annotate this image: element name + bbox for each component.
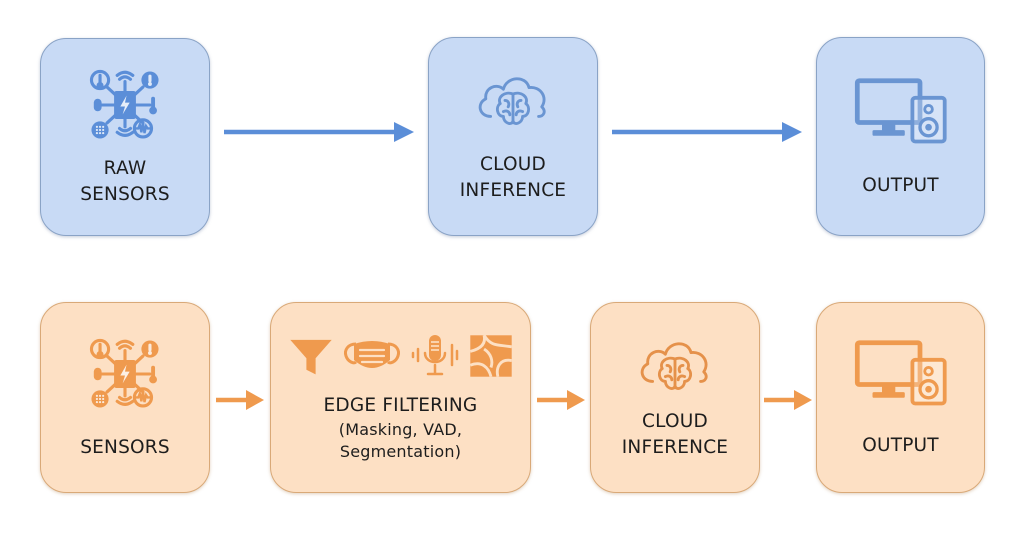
funnel-icon — [289, 339, 332, 374]
edge-filtering-icons — [288, 333, 514, 379]
sensor-hub-icon — [86, 335, 164, 413]
monitor-speaker-icon — [853, 337, 949, 413]
arrow-raw-to-cloud — [224, 122, 414, 142]
raw-sensors-node: RAW SENSORS — [40, 38, 210, 236]
raw-sensors-label: RAW SENSORS — [80, 158, 170, 205]
arrow-cloud-to-output — [612, 122, 802, 142]
edge-filtering-sublabel: (Masking, VAD, Segmentation) — [338, 419, 463, 461]
edge-cloud-inference-node: CLOUD INFERENCE — [590, 302, 760, 493]
edge-output-node: OUTPUT — [816, 302, 985, 493]
microphone-waveform-icon — [411, 334, 458, 375]
arrow-cloud-to-output-edge — [764, 390, 812, 410]
cloud-brain-icon — [473, 70, 553, 134]
sensors-label: SENSORS — [80, 436, 170, 458]
output-label: OUTPUT — [862, 174, 939, 196]
cloud-inference-label: CLOUD INFERENCE — [459, 153, 567, 201]
edge-cloud-inference-label: CLOUD INFERENCE — [621, 410, 729, 458]
cloud-inference-node: CLOUD INFERENCE — [428, 37, 598, 236]
segmentation-icon — [469, 334, 512, 377]
output-node: OUTPUT — [816, 37, 985, 236]
edge-filtering-label: EDGE FILTERING — [323, 394, 478, 416]
sensor-hub-icon — [86, 66, 164, 144]
arrow-edge-to-cloud — [537, 390, 585, 410]
edge-output-label: OUTPUT — [862, 434, 939, 456]
face-mask-icon — [343, 340, 400, 368]
monitor-speaker-icon — [853, 75, 949, 151]
cloud-brain-icon — [635, 335, 715, 399]
arrow-sensors-to-edge — [216, 390, 264, 410]
sensors-node: SENSORS — [40, 302, 210, 493]
edge-filtering-node: EDGE FILTERING (Masking, VAD, Segmentati… — [270, 302, 531, 493]
